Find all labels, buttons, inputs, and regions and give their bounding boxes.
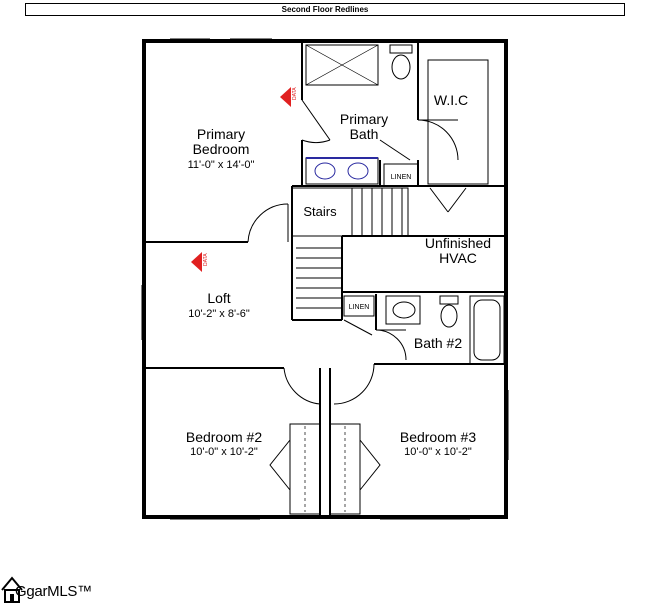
primary-bath-label: Primary <box>340 111 388 127</box>
primary-bedroom-label: Primary <box>197 126 245 142</box>
primary-bedroom-dims: 11'-0" x 14'-0" <box>188 159 255 171</box>
hvac-label: Unfinished <box>425 235 491 251</box>
data-marker-lower: DATA <box>191 252 209 272</box>
shower <box>305 44 379 86</box>
data-marker-upper: DATA <box>280 87 298 107</box>
mls-logo-text: GgarMLS™ <box>15 583 92 600</box>
vanity <box>305 157 379 185</box>
loft-label: Loft <box>207 290 230 306</box>
svg-text:DATA: DATA <box>203 253 209 266</box>
mls-logo-icon <box>1 576 23 603</box>
linen-upper-label: LINEN <box>391 174 412 181</box>
wic-label: W.I.C <box>434 92 468 108</box>
exterior-wall <box>142 39 508 519</box>
wic-shelf <box>427 59 489 185</box>
svg-text:DATA: DATA <box>292 87 298 100</box>
bath2-vanity <box>385 295 421 325</box>
loft-dims: 10'-2" x 8'-6" <box>188 308 250 320</box>
bathtub <box>469 295 505 365</box>
bedroom3-dims: 10'-0" x 10'-2" <box>404 446 472 458</box>
bath2-label: Bath #2 <box>414 335 462 351</box>
stairs-label: Stairs <box>303 204 337 219</box>
primary-bath-label-2: Bath <box>350 126 379 142</box>
plan-title: Second Floor Redlines <box>25 3 625 16</box>
linen-lower-label: LINEN <box>349 304 370 311</box>
primary-bedroom-label-2: Bedroom <box>193 141 250 157</box>
bedroom2-label: Bedroom #2 <box>186 429 262 445</box>
bedroom2-dims: 10'-0" x 10'-2" <box>190 446 258 458</box>
windows <box>141 38 509 520</box>
hvac-label-2: HVAC <box>439 250 477 266</box>
bedroom3-label: Bedroom #3 <box>400 429 476 445</box>
